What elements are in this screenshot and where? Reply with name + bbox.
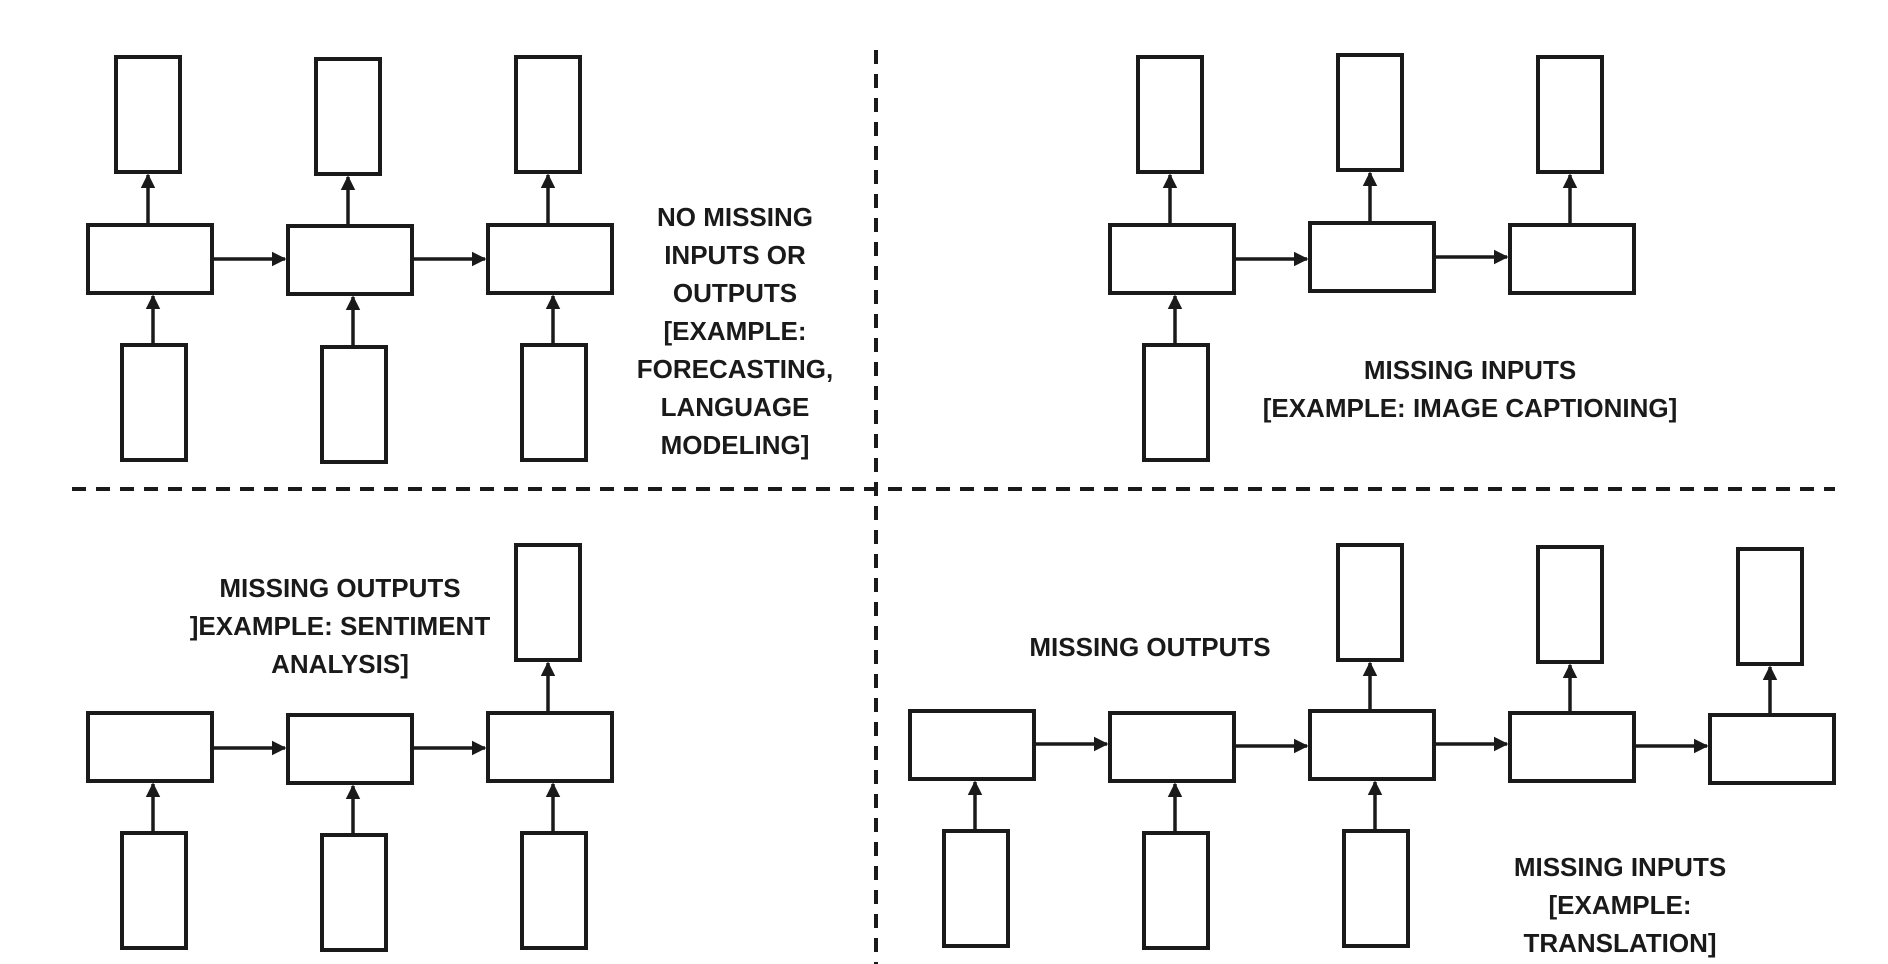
hidden-state-box [908, 709, 1036, 781]
caption-line: FORECASTING, [636, 354, 834, 384]
caption-line: ]EXAMPLE: SENTIMENT [189, 611, 491, 641]
hidden-state-box [1508, 711, 1636, 783]
input-box [1142, 343, 1210, 462]
quadrant-no-missing [86, 55, 614, 464]
output-box [1536, 545, 1604, 664]
caption-missing-outputs: MISSING OUTPUTS ]EXAMPLE: SENTIMENT ANAL… [180, 569, 500, 683]
caption-line: MISSING INPUTS [1513, 852, 1727, 882]
output-box [514, 543, 582, 662]
input-box [1342, 829, 1410, 948]
caption-line: MISSING OUTPUTS [1029, 632, 1271, 662]
caption-line: [EXAMPLE: [663, 316, 807, 346]
caption-missing-outputs-seq: MISSING OUTPUTS [1000, 628, 1300, 666]
input-box [320, 345, 388, 464]
hidden-state-box [1308, 709, 1436, 781]
caption-missing-inputs-seq: MISSING INPUTS [EXAMPLE: TRANSLATION] [1490, 848, 1750, 962]
output-box [1736, 547, 1804, 666]
hidden-state-box [286, 224, 414, 296]
caption-line: MISSING OUTPUTS [219, 573, 461, 603]
output-box [1336, 543, 1404, 662]
input-box [120, 831, 188, 950]
output-box [314, 57, 382, 176]
quadrant-missing-inputs [1108, 53, 1636, 462]
caption-line: [EXAMPLE: IMAGE CAPTIONING] [1262, 393, 1678, 423]
hidden-state-box [1708, 713, 1836, 785]
input-box [520, 343, 588, 462]
hidden-state-box [486, 711, 614, 783]
hidden-state-box [1508, 223, 1636, 295]
caption-missing-inputs: MISSING INPUTS [EXAMPLE: IMAGE CAPTIONIN… [1240, 351, 1700, 427]
quadrant-missing-outputs [86, 543, 614, 952]
hidden-state-box [1108, 223, 1236, 295]
hidden-state-box [1308, 221, 1436, 293]
output-box [1136, 55, 1204, 174]
caption-line: NO MISSING [656, 202, 813, 232]
caption-no-missing: NO MISSING INPUTS OR OUTPUTS [EXAMPLE: F… [620, 198, 850, 464]
caption-line: INPUTS OR [664, 240, 806, 270]
caption-line: [EXAMPLE: [1548, 890, 1692, 920]
quadrant-missing-both [908, 543, 1836, 950]
output-box [514, 55, 582, 174]
caption-line: MODELING] [660, 430, 810, 460]
caption-line: OUTPUTS [672, 278, 798, 308]
output-box [1336, 53, 1404, 172]
input-box [1142, 831, 1210, 950]
hidden-state-box [486, 223, 614, 295]
input-box [120, 343, 188, 462]
input-box [320, 833, 388, 952]
hidden-state-box [86, 223, 214, 295]
input-box [520, 831, 588, 950]
output-box [114, 55, 182, 174]
hidden-state-box [86, 711, 214, 783]
output-box [1536, 55, 1604, 174]
caption-line: ANALYSIS] [271, 649, 409, 679]
input-box [942, 829, 1010, 948]
caption-line: MISSING INPUTS [1363, 355, 1577, 385]
hidden-state-box [286, 713, 414, 785]
caption-line: TRANSLATION] [1523, 928, 1717, 958]
hidden-state-box [1108, 711, 1236, 783]
caption-line: LANGUAGE [660, 392, 810, 422]
